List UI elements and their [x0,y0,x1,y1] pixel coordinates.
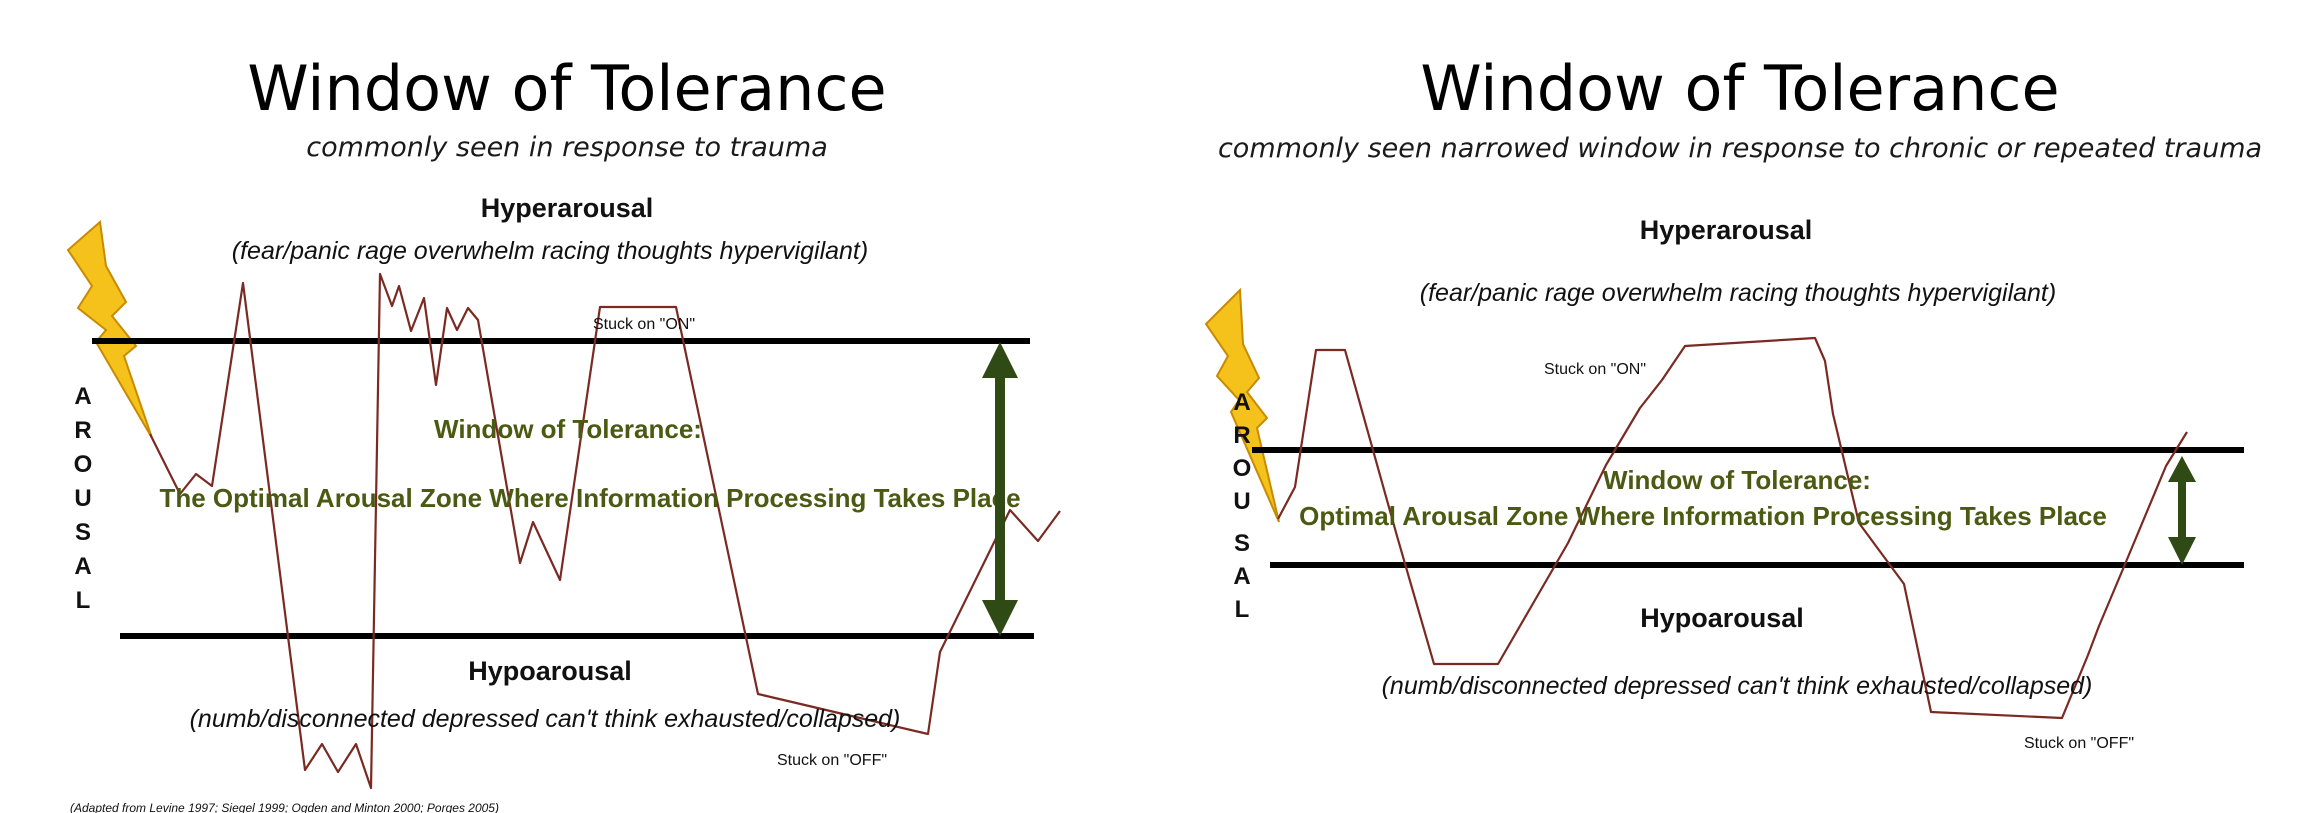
left-hyperarousal-states: (fear/panic rage overwhelm racing though… [232,237,868,265]
left-hypoarousal-states: (numb/disconnected depressed can't think… [190,705,901,733]
right-diagram-panel: Window of Tolerance commonly seen narrow… [1159,0,2318,813]
axis-letter: S [1234,530,1250,557]
axis-letter: R [1233,422,1250,449]
right-stuck-off-label: Stuck on "OFF" [2024,735,2134,752]
axis-letter: A [74,553,91,580]
left-stuck-off-label: Stuck on "OFF" [777,752,887,769]
double-headed-arrow-icon [2168,456,2196,565]
axis-letter: O [1233,455,1252,482]
axis-letter: U [1233,488,1250,515]
left-citation: (Adapted from Levine 1997; Siegel 1999; … [70,801,499,813]
left-diagram-panel: Window of Tolerance commonly seen in res… [66,52,1061,813]
left-hyperarousal-heading: Hyperarousal [481,193,654,223]
left-window-description: The Optimal Arousal Zone Where Informati… [159,483,1020,513]
axis-letter: L [1235,596,1250,623]
axis-letter: S [75,519,91,546]
right-window-description: Optimal Arousal Zone Where Information P… [1299,501,2107,531]
right-diagram-svg: Window of Tolerance commonly seen narrow… [1204,52,2262,752]
lightning-bolt-icon [1204,287,1280,523]
arousal-trace-line [149,272,1061,790]
left-window-title: Window of Tolerance: [434,414,702,444]
right-stuck-on-label: Stuck on "ON" [1544,361,1646,378]
left-title: Window of Tolerance [247,52,886,125]
axis-letter: A [1233,563,1250,590]
left-diagram-svg: Window of Tolerance commonly seen in res… [66,52,1061,813]
right-hyperarousal-heading: Hyperarousal [1640,215,1813,245]
axis-letter: A [74,383,91,410]
axis-letter: U [74,485,91,512]
arousal-axis-label: A R O U S A L [1233,389,1252,623]
right-hypoarousal-heading: Hypoarousal [1640,603,1804,633]
arousal-axis-label: A R O U S A L [74,383,93,614]
axis-letter: O [74,451,93,478]
axis-letter: A [1233,389,1250,416]
left-stuck-on-label: Stuck on "ON" [593,316,695,333]
right-title: Window of Tolerance [1420,52,2059,125]
left-subtitle: commonly seen in response to trauma [306,132,828,163]
left-hypoarousal-heading: Hypoarousal [468,656,632,686]
right-hypoarousal-states: (numb/disconnected depressed can't think… [1382,672,2093,700]
axis-letter: R [74,417,91,444]
double-headed-arrow-icon [982,342,1018,636]
right-window-title: Window of Tolerance: [1603,465,1871,495]
right-hyperarousal-states: (fear/panic rage overwhelm racing though… [1420,279,2056,307]
right-subtitle: commonly seen narrowed window in respons… [1218,133,2262,164]
arousal-trace-line [1277,336,2188,720]
axis-letter: L [76,587,91,614]
